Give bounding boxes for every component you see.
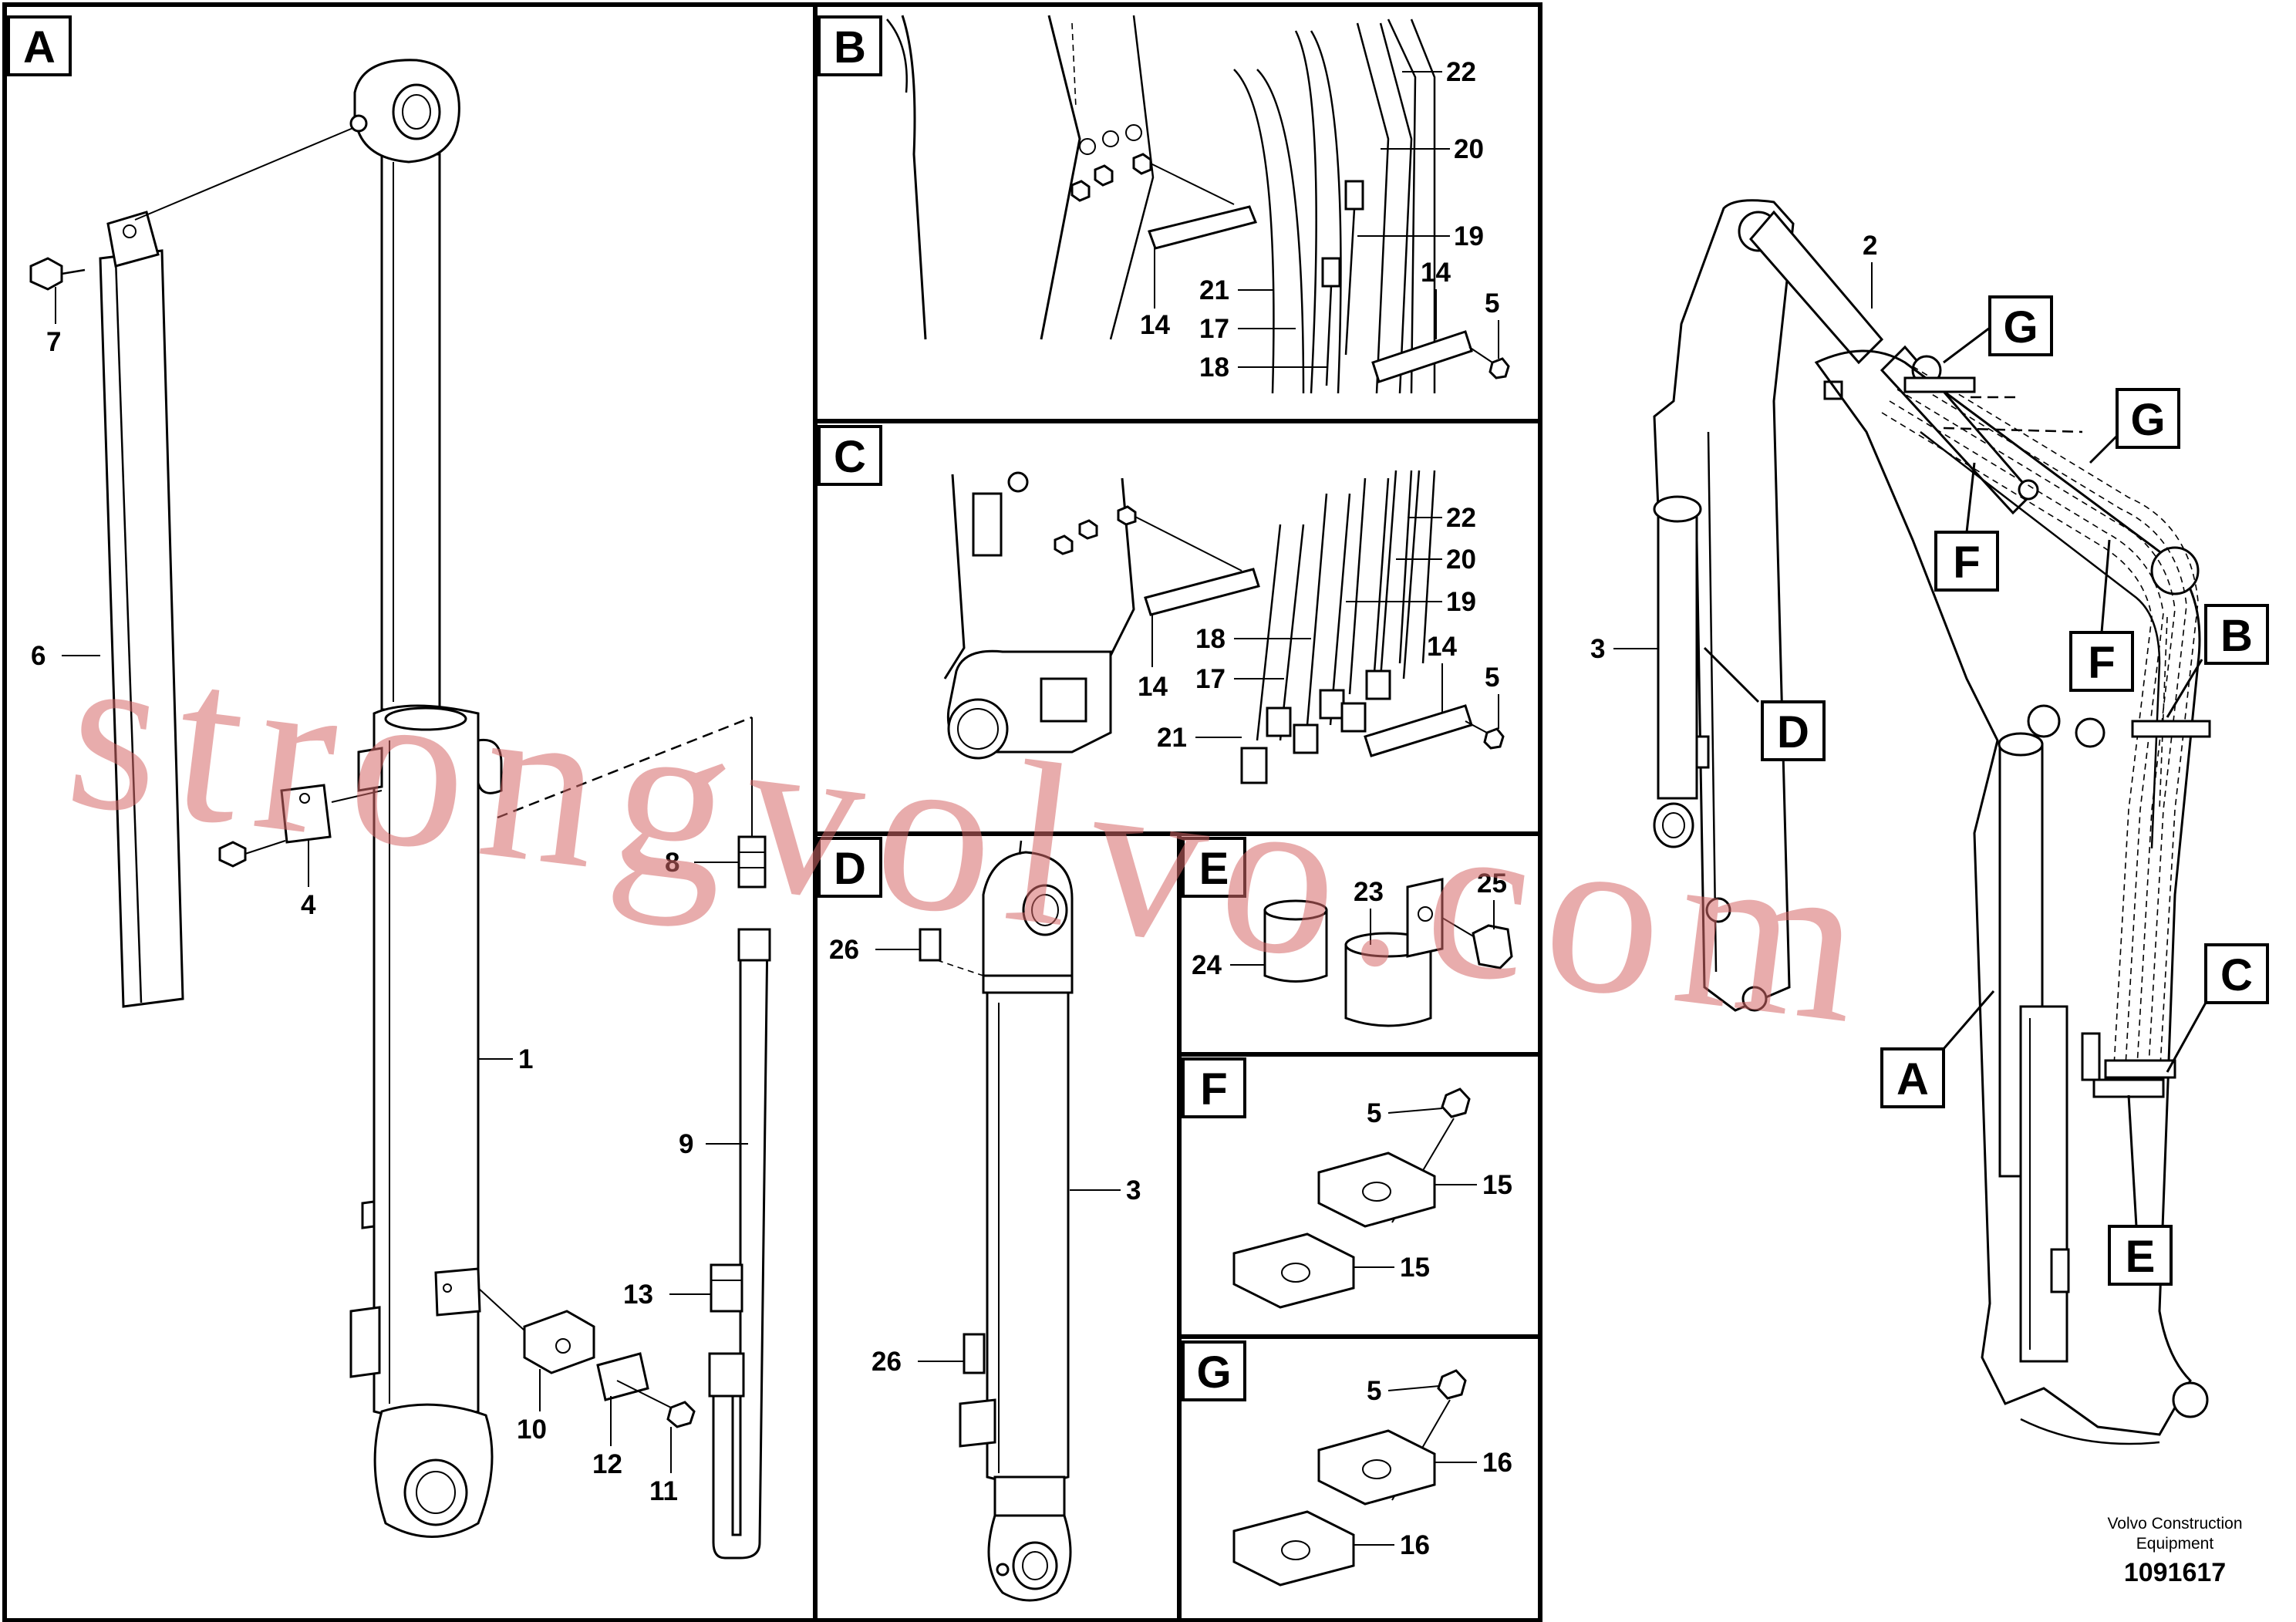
callout-c-19: 19 bbox=[1446, 587, 1476, 617]
callout-c-5: 5 bbox=[1485, 663, 1499, 693]
callout-b-14a: 14 bbox=[1140, 310, 1170, 340]
overview-tags: G G F F D B C A E bbox=[1703, 295, 2269, 1286]
callout-d-3: 3 bbox=[1126, 1175, 1141, 1206]
callout-a-13: 13 bbox=[623, 1280, 653, 1310]
callouts-panel-c: 22 20 19 18 17 14 14 5 21 bbox=[1138, 503, 1499, 753]
panel-e-label: E bbox=[1199, 844, 1229, 894]
overview-tag-c: C bbox=[2220, 950, 2253, 1000]
callout-a-4: 4 bbox=[301, 890, 316, 920]
callout-e-25: 25 bbox=[1477, 868, 1507, 899]
callout-e-24: 24 bbox=[1192, 950, 1222, 980]
panel-f-drawing bbox=[1232, 1088, 1471, 1309]
callouts-panel-e: 23 25 24 bbox=[1192, 868, 1507, 980]
callout-c-17: 17 bbox=[1195, 664, 1226, 694]
callout-b-20: 20 bbox=[1454, 134, 1484, 164]
callouts-panel-g: 5 16 16 bbox=[1354, 1376, 1512, 1560]
callout-c-18: 18 bbox=[1195, 624, 1226, 654]
callout-a-11: 11 bbox=[649, 1476, 678, 1506]
callout-g-16b: 16 bbox=[1400, 1530, 1430, 1560]
callout-d-26a: 26 bbox=[829, 935, 859, 965]
panel-d-label: D bbox=[834, 844, 866, 894]
panel-b-label: B bbox=[834, 22, 866, 73]
company-name-line1: Volvo Construction bbox=[2107, 1515, 2242, 1533]
panel-g-label: G bbox=[1196, 1347, 1231, 1398]
company-name-line2: Equipment bbox=[2136, 1535, 2214, 1553]
overview-tag-f1: F bbox=[1953, 538, 1980, 588]
callout-g-16a: 16 bbox=[1482, 1448, 1512, 1478]
callout-a-8: 8 bbox=[665, 848, 679, 878]
callout-d-26b: 26 bbox=[872, 1347, 902, 1377]
footer: Volvo Construction Equipment 1091617 bbox=[2107, 1515, 2242, 1587]
panel-c-label: C bbox=[834, 432, 866, 482]
panel-d-drawing bbox=[919, 840, 1074, 1602]
callouts-overview: 2 3 bbox=[1590, 231, 1877, 664]
callout-b-18: 18 bbox=[1199, 352, 1229, 383]
callout-f-15a: 15 bbox=[1482, 1170, 1512, 1200]
callouts-panel-a: 6 7 4 1 8 9 13 10 12 11 bbox=[31, 287, 748, 1506]
panel-frames bbox=[2, 2, 1542, 1622]
callout-a-6: 6 bbox=[31, 641, 46, 671]
panel-g-drawing bbox=[1232, 1369, 1467, 1587]
callout-e-23: 23 bbox=[1354, 877, 1384, 907]
panel-a-drawing bbox=[29, 59, 771, 1560]
panel-e-drawing bbox=[1263, 878, 1513, 1027]
overview-tag-e: E bbox=[2126, 1232, 2156, 1282]
panel-labels: A B C D E F G bbox=[7, 15, 1246, 1401]
callout-b-17: 17 bbox=[1199, 314, 1229, 344]
callout-b-22: 22 bbox=[1446, 57, 1476, 87]
drawing-number: 1091617 bbox=[2124, 1558, 2226, 1587]
callouts-panel-b: 22 20 19 21 17 18 14 14 5 bbox=[1140, 57, 1499, 383]
callout-overview-3: 3 bbox=[1590, 634, 1605, 664]
callout-f-15b: 15 bbox=[1400, 1253, 1430, 1283]
panel-b-drawing bbox=[886, 15, 1510, 394]
overview-drawing bbox=[1653, 199, 2211, 1445]
overview-tag-b: B bbox=[2220, 611, 2253, 661]
callout-c-21: 21 bbox=[1157, 723, 1187, 753]
callout-g-5: 5 bbox=[1367, 1376, 1381, 1406]
callout-c-22: 22 bbox=[1446, 503, 1476, 533]
panel-f-label: F bbox=[1200, 1064, 1227, 1114]
callout-a-7: 7 bbox=[46, 327, 61, 357]
callout-a-10: 10 bbox=[517, 1415, 547, 1445]
overview-tag-g1: G bbox=[2003, 302, 2038, 352]
overview-tag-g2: G bbox=[2130, 395, 2165, 445]
callout-c-14b: 14 bbox=[1427, 632, 1457, 662]
callout-b-21: 21 bbox=[1199, 275, 1229, 305]
callout-b-19: 19 bbox=[1454, 221, 1484, 251]
callout-a-9: 9 bbox=[679, 1129, 693, 1159]
overview-tag-d: D bbox=[1777, 707, 1809, 757]
panel-a-label: A bbox=[23, 22, 56, 73]
callouts-panel-f: 5 15 15 bbox=[1354, 1098, 1512, 1283]
callout-b-5: 5 bbox=[1485, 288, 1499, 319]
callout-a-1: 1 bbox=[518, 1044, 533, 1074]
callout-a-12: 12 bbox=[592, 1449, 622, 1479]
callouts-panel-d: 26 3 26 bbox=[829, 935, 1141, 1377]
overview-tag-a: A bbox=[1896, 1054, 1929, 1104]
overview-tag-f2: F bbox=[2088, 638, 2115, 688]
callout-overview-2: 2 bbox=[1863, 231, 1877, 261]
panel-c-drawing bbox=[943, 470, 1505, 784]
callout-c-20: 20 bbox=[1446, 545, 1476, 575]
callout-b-14b: 14 bbox=[1421, 258, 1451, 288]
callout-f-5: 5 bbox=[1367, 1098, 1381, 1128]
callout-c-14a: 14 bbox=[1138, 672, 1168, 702]
